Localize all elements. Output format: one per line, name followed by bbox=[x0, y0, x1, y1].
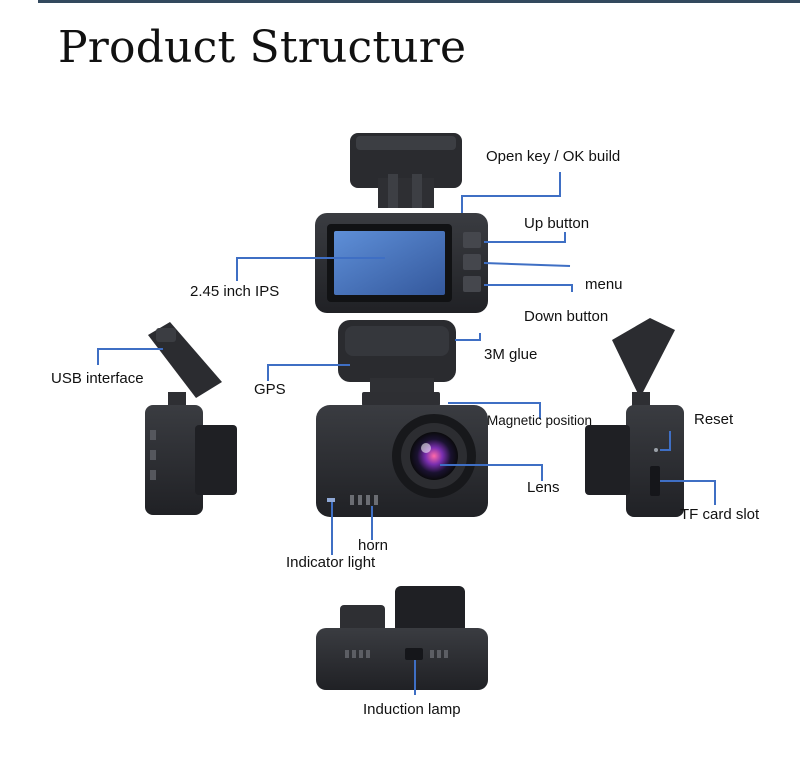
menu-button bbox=[463, 254, 481, 270]
label-magnetic-position: Magnetic position bbox=[487, 413, 592, 428]
front-camera-unit bbox=[316, 392, 488, 517]
label-tf-card-slot: TF card slot bbox=[680, 506, 760, 523]
gps-glue-pad bbox=[338, 320, 456, 394]
label-up-button: Up button bbox=[524, 215, 589, 232]
label-reset: Reset bbox=[694, 411, 734, 428]
up-button bbox=[463, 232, 481, 248]
label-open-key: Open key / OK build bbox=[486, 148, 620, 165]
label-screen: 2.45 inch IPS bbox=[190, 283, 279, 300]
label-menu: menu bbox=[585, 276, 623, 293]
ips-screen bbox=[334, 231, 445, 295]
label-3m-glue: 3M glue bbox=[484, 346, 537, 363]
label-induction-lamp: Induction lamp bbox=[363, 701, 461, 718]
top-mount bbox=[350, 133, 462, 208]
label-horn: horn bbox=[358, 537, 388, 554]
label-down-button: Down button bbox=[524, 308, 608, 325]
reset-hole bbox=[654, 448, 658, 452]
page-title: Product Structure bbox=[58, 22, 467, 73]
left-side-view bbox=[145, 322, 237, 515]
tf-card-slot bbox=[650, 466, 660, 496]
rear-screen-unit bbox=[315, 213, 488, 313]
label-indicator-light: Indicator light bbox=[286, 554, 376, 571]
top-view-unit bbox=[316, 586, 488, 690]
header-divider bbox=[38, 0, 800, 3]
horn-grille bbox=[350, 495, 378, 505]
right-side-view bbox=[585, 318, 684, 517]
indicator-led bbox=[327, 498, 335, 502]
callout-lines bbox=[97, 172, 716, 695]
induction-lamp bbox=[405, 648, 423, 660]
down-button bbox=[463, 276, 481, 292]
camera-lens bbox=[410, 432, 458, 480]
label-lens: Lens bbox=[527, 479, 560, 496]
label-gps: GPS bbox=[254, 381, 286, 398]
usb-port bbox=[156, 328, 176, 342]
label-usb-interface: USB interface bbox=[51, 370, 144, 387]
